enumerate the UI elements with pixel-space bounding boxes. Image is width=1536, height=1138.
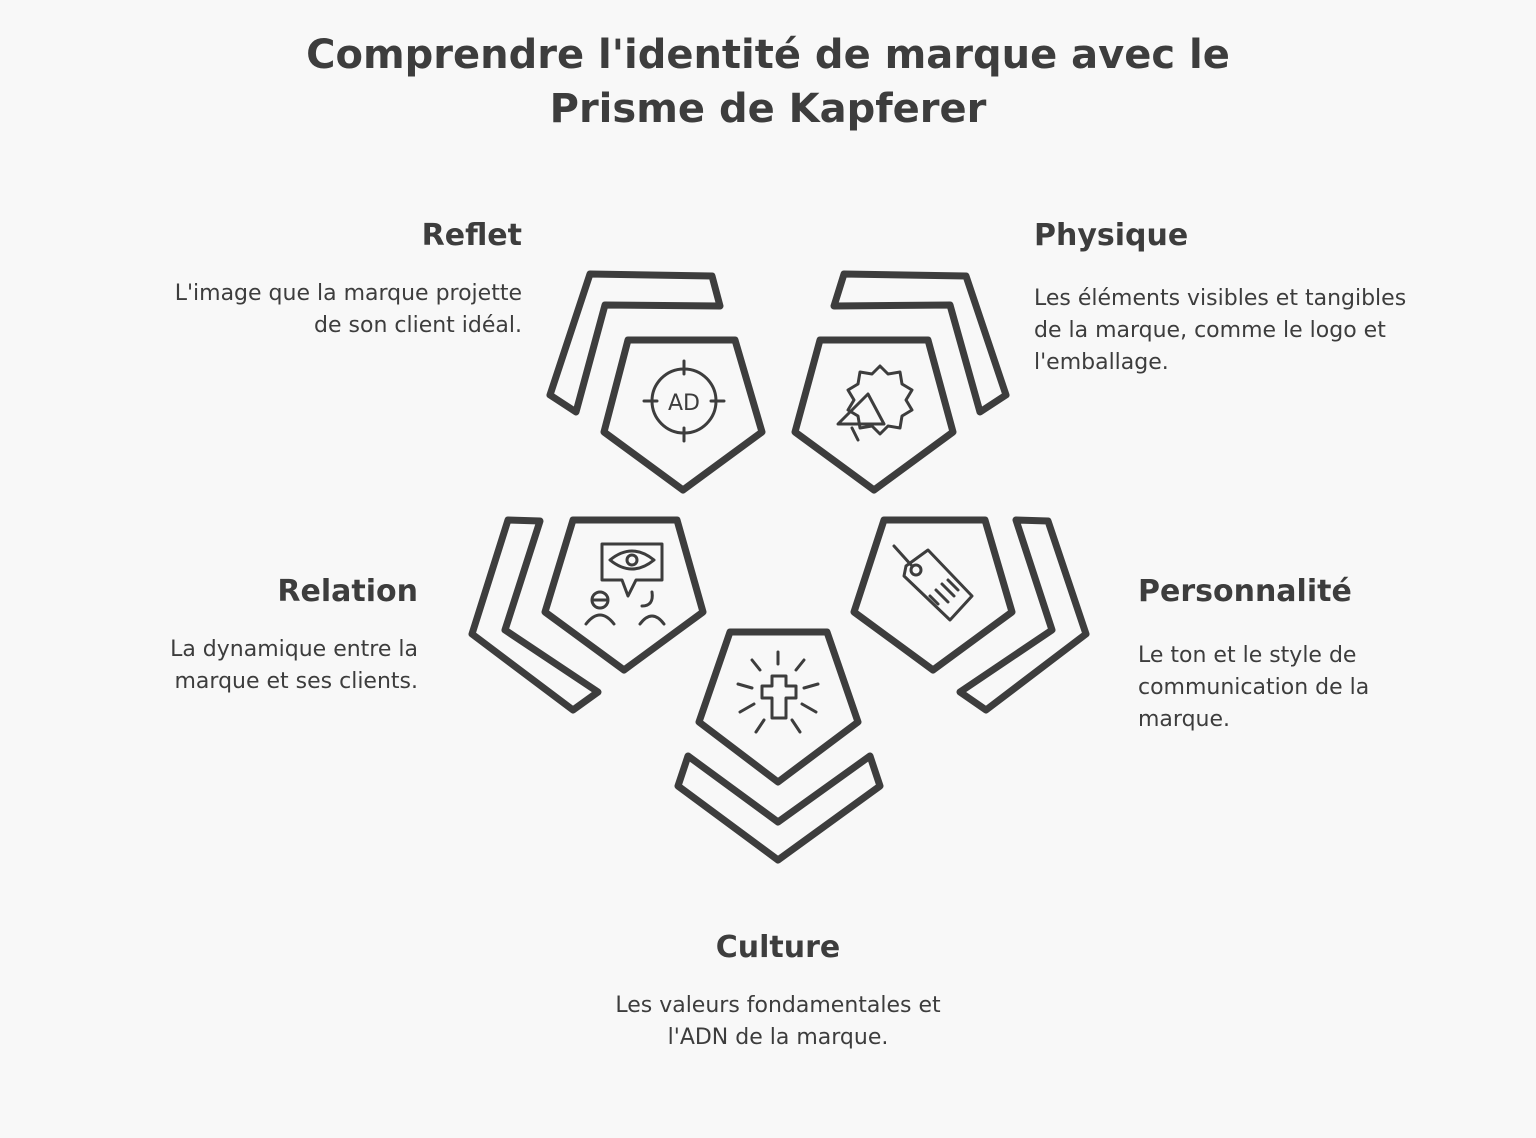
personnalite-outer-chevron xyxy=(956,516,1090,714)
target-ad-icon: AD xyxy=(642,359,726,443)
physique-outer-chevron xyxy=(830,270,1010,416)
culture-heading: Culture xyxy=(715,930,841,965)
relation-segment xyxy=(468,516,707,714)
reflet-outer-chevron xyxy=(546,270,724,416)
culture-segment xyxy=(674,628,884,864)
personnalite-heading: Personnalité xyxy=(1138,574,1352,609)
relation-heading: Relation xyxy=(277,574,418,609)
personnalite-pentagon xyxy=(850,516,1016,674)
reflet-pentagon xyxy=(600,336,766,494)
diagram-title: Comprendre l'identité de marque avec le … xyxy=(306,32,1230,132)
eye-people-icon xyxy=(584,542,666,626)
culture-outer-chevron xyxy=(674,752,884,864)
personnalite-segment xyxy=(850,516,1090,714)
physique-pentagon xyxy=(791,336,957,494)
megaphone-badge-icon xyxy=(836,364,914,442)
reflet-segment: AD xyxy=(546,270,766,494)
ad-label: AD xyxy=(668,391,700,416)
price-tag-icon xyxy=(892,544,974,622)
physique-description: Les éléments visibles et tangibles de la… xyxy=(1034,286,1407,375)
culture-pentagon xyxy=(695,628,862,786)
relation-description: La dynamique entre la marque et ses clie… xyxy=(170,637,418,694)
physique-segment xyxy=(791,270,1010,494)
physique-heading: Physique xyxy=(1034,218,1189,253)
reflet-heading: Reflet xyxy=(421,218,522,253)
glowing-cross-icon xyxy=(736,650,820,734)
reflet-description: L'image que la marque projette de son cl… xyxy=(174,281,522,338)
relation-outer-chevron xyxy=(468,516,602,714)
personnalite-description: Le ton et le style de communication de l… xyxy=(1138,643,1370,732)
culture-description: Les valeurs fondamentales et l'ADN de la… xyxy=(615,993,941,1050)
